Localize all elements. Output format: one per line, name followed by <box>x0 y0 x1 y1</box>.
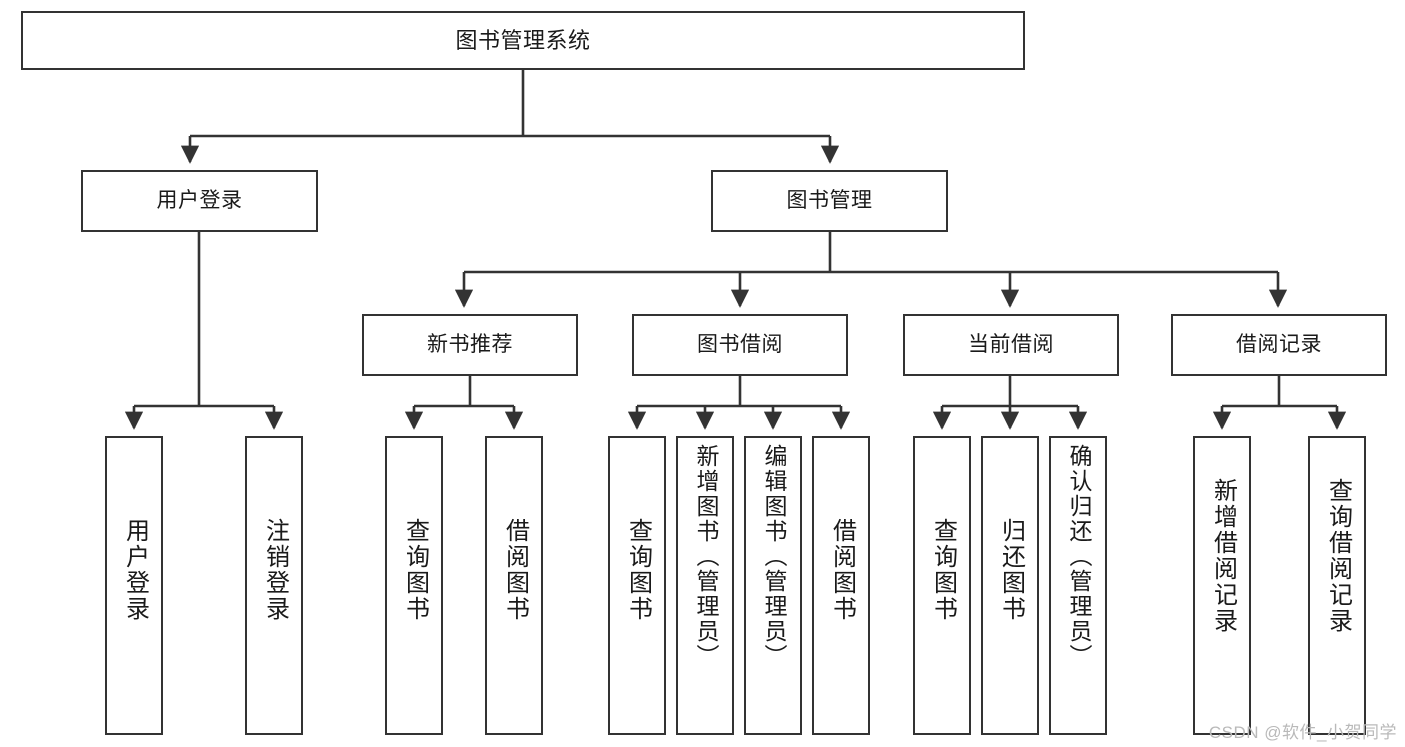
node-book-manage[interactable]: 图书管理 <box>711 170 948 232</box>
node-leaf-query-record-label: 查询借阅记录 <box>1324 478 1352 634</box>
node-book-borrow[interactable]: 图书借阅 <box>632 314 848 376</box>
node-leaf-query-book-3-label: 查询图书 <box>929 518 957 622</box>
node-leaf-query-book-2[interactable]: 查询图书 <box>608 436 666 735</box>
node-leaf-query-book-2-label: 查询图书 <box>624 518 652 622</box>
node-user-login-label: 用户登录 <box>156 188 243 212</box>
node-leaf-user-login[interactable]: 用户登录 <box>105 436 163 735</box>
node-borrow-record-label: 借阅记录 <box>1236 332 1322 356</box>
node-leaf-return-book[interactable]: 归还图书 <box>981 436 1039 735</box>
node-book-borrow-label: 图书借阅 <box>697 332 783 356</box>
node-leaf-add-record-label: 新增借阅记录 <box>1209 478 1237 634</box>
node-book-manage-label: 图书管理 <box>786 188 873 212</box>
node-leaf-edit-book-label: 编辑图书（管理员） <box>760 444 787 669</box>
node-leaf-query-record[interactable]: 查询借阅记录 <box>1308 436 1366 735</box>
node-leaf-borrow-book-1-label: 借阅图书 <box>501 518 529 622</box>
node-leaf-edit-book[interactable]: 编辑图书（管理员） <box>744 436 802 735</box>
node-leaf-borrow-book-2[interactable]: 借阅图书 <box>812 436 870 735</box>
node-user-login[interactable]: 用户登录 <box>81 170 318 232</box>
node-leaf-confirm-return-label: 确认归还（管理员） <box>1065 444 1092 669</box>
node-leaf-borrow-book-1[interactable]: 借阅图书 <box>485 436 543 735</box>
node-borrow-record[interactable]: 借阅记录 <box>1171 314 1387 376</box>
node-leaf-add-book[interactable]: 新增图书（管理员） <box>676 436 734 735</box>
watermark: CSDN @软件_小贺同学 <box>1208 723 1397 742</box>
node-leaf-return-book-label: 归还图书 <box>997 518 1025 622</box>
node-leaf-logout[interactable]: 注销登录 <box>245 436 303 735</box>
node-current-borrow[interactable]: 当前借阅 <box>903 314 1119 376</box>
node-leaf-query-book-1-label: 查询图书 <box>401 518 429 622</box>
node-leaf-logout-label: 注销登录 <box>261 518 289 622</box>
node-root[interactable]: 图书管理系统 <box>21 11 1025 70</box>
node-current-borrow-label: 当前借阅 <box>968 332 1054 356</box>
node-leaf-confirm-return[interactable]: 确认归还（管理员） <box>1049 436 1107 735</box>
node-new-book-rec-label: 新书推荐 <box>427 332 513 356</box>
node-leaf-query-book-1[interactable]: 查询图书 <box>385 436 443 735</box>
node-leaf-borrow-book-2-label: 借阅图书 <box>828 518 856 622</box>
node-leaf-add-record[interactable]: 新增借阅记录 <box>1193 436 1251 735</box>
node-leaf-query-book-3[interactable]: 查询图书 <box>913 436 971 735</box>
node-leaf-add-book-label: 新增图书（管理员） <box>692 444 719 669</box>
node-new-book-rec[interactable]: 新书推荐 <box>362 314 578 376</box>
node-leaf-user-login-label: 用户登录 <box>121 518 149 622</box>
node-root-label: 图书管理系统 <box>455 27 591 53</box>
